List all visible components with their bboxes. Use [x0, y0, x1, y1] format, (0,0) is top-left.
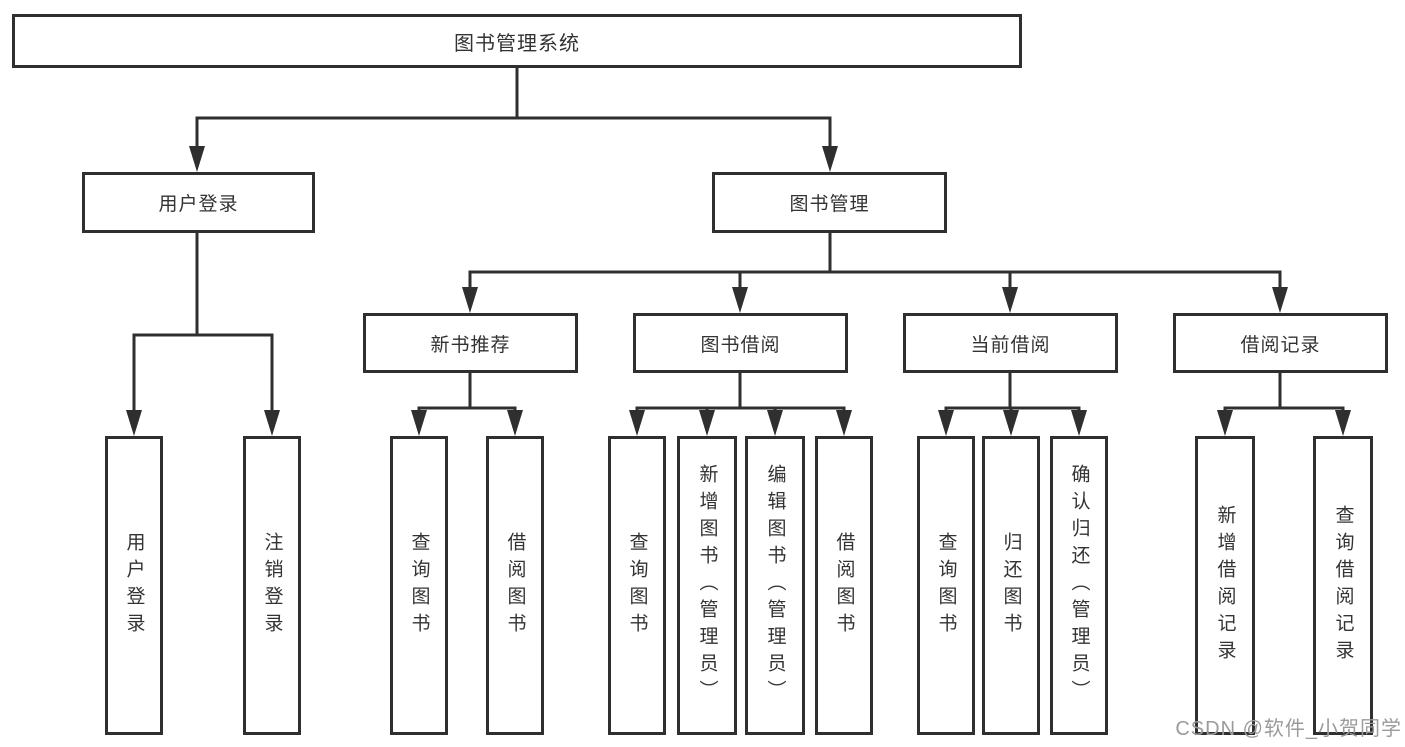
leaf-edit-book-admin: 编辑图书（管理员） [745, 436, 805, 735]
leaf-query-books-recommend: 查询图书 [390, 436, 448, 735]
leaf-add-book-admin-label: 新增图书（管理员） [696, 464, 718, 707]
leaf-logout: 注销登录 [243, 436, 301, 735]
node-book-borrow-label: 图书借阅 [700, 334, 781, 356]
node-borrow-records-label: 借阅记录 [1240, 334, 1321, 356]
node-book-borrow: 图书借阅 [633, 313, 848, 373]
node-user-login-label: 用户登录 [158, 194, 239, 215]
leaf-add-borrow-record-label: 新增借阅记录 [1214, 504, 1236, 667]
leaf-query-books-borrow: 查询图书 [608, 436, 666, 735]
leaf-borrow-books: 借阅图书 [815, 436, 873, 735]
node-new-book-recommend-label: 新书推荐 [430, 334, 511, 356]
csdn-watermark: CSDN @软件_小贺同学 [1175, 718, 1402, 740]
arrowheads [126, 146, 1351, 436]
node-root-label: 图书管理系统 [454, 32, 580, 55]
leaf-query-books-borrow-label: 查询图书 [626, 531, 648, 640]
leaf-borrow-books-label: 借阅图书 [833, 531, 855, 640]
leaf-query-books-recommend-label: 查询图书 [408, 531, 430, 640]
node-borrow-records: 借阅记录 [1173, 313, 1388, 373]
leaf-return-book-label: 归还图书 [1000, 531, 1022, 640]
node-book-management: 图书管理 [712, 172, 947, 233]
node-new-book-recommend: 新书推荐 [363, 313, 578, 373]
node-book-management-label: 图书管理 [789, 194, 870, 215]
leaf-query-books-current-label: 查询图书 [935, 531, 957, 640]
leaf-edit-book-admin-label: 编辑图书（管理员） [764, 464, 786, 707]
leaf-add-book-admin: 新增图书（管理员） [677, 436, 737, 735]
leaf-confirm-return-admin-label: 确认归还（管理员） [1068, 464, 1090, 707]
node-current-borrow: 当前借阅 [903, 313, 1118, 373]
leaf-logout-label: 注销登录 [261, 531, 283, 640]
leaf-query-books-current: 查询图书 [917, 436, 975, 735]
leaf-borrow-books-recommend-label: 借阅图书 [504, 531, 526, 640]
leaf-add-borrow-record: 新增借阅记录 [1195, 436, 1255, 735]
node-user-login: 用户登录 [82, 172, 315, 233]
leaf-user-login: 用户登录 [105, 436, 163, 735]
node-current-borrow-label: 当前借阅 [970, 334, 1051, 356]
leaf-return-book: 归还图书 [982, 436, 1040, 735]
leaf-user-login-label: 用户登录 [123, 531, 145, 640]
leaf-query-borrow-record-label: 查询借阅记录 [1332, 504, 1354, 667]
node-root: 图书管理系统 [12, 14, 1022, 68]
leaf-confirm-return-admin: 确认归还（管理员） [1050, 436, 1108, 735]
leaf-borrow-books-recommend: 借阅图书 [486, 436, 544, 735]
leaf-query-borrow-record: 查询借阅记录 [1313, 436, 1373, 735]
